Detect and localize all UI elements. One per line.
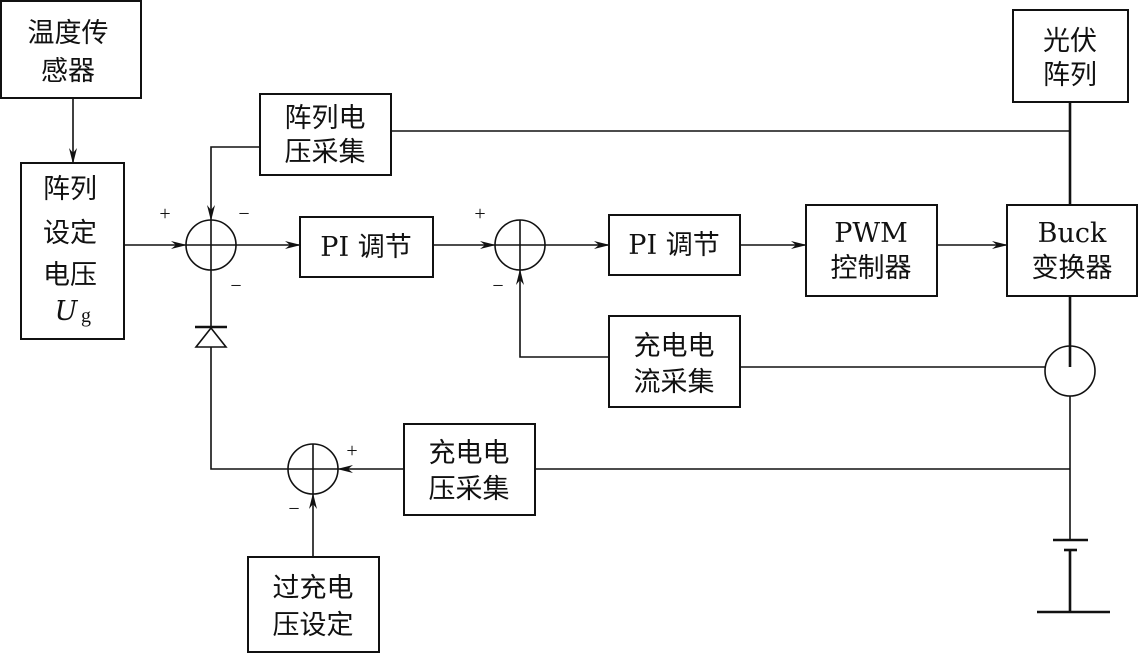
svg-text:压采集: 压采集 (285, 137, 366, 168)
arrow-current-sampling-to-sum2 (516, 269, 609, 358)
arrow-array-voltage-to-sum1 (207, 146, 260, 221)
summing-junction-2 (494, 219, 546, 271)
line-sum3-to-diode (210, 347, 288, 470)
svg-text:过充电: 过充电 (273, 573, 354, 604)
svg-text:PI 调节: PI 调节 (320, 232, 411, 263)
connections (69, 98, 1072, 557)
svg-text:U: U (55, 296, 79, 327)
svg-text:感器: 感器 (41, 56, 95, 87)
svg-text:设定: 设定 (43, 218, 97, 249)
pv-array-block: 光伏 阵列 (1012, 9, 1129, 103)
sign-sum1-top: − (238, 203, 249, 225)
svg-text:温度传: 温度传 (28, 18, 109, 49)
overcharge-setpoint-block: 过充电 压设定 (247, 556, 380, 653)
buck-converter-block: Buck 变换器 (1006, 204, 1138, 297)
summing-junction-1 (185, 219, 237, 271)
charge-voltage-sampling-block: 充电电 压采集 (403, 423, 536, 516)
temp-sensor-block: 温度传 感器 (0, 0, 142, 99)
svg-text:光伏: 光伏 (1043, 26, 1097, 57)
array-voltage-sampling-block: 阵列电 压采集 (259, 93, 392, 176)
svg-text:压采集: 压采集 (429, 474, 510, 505)
summing-junction-3 (287, 443, 339, 495)
svg-text:充电电: 充电电 (634, 331, 715, 362)
svg-text:PWM: PWM (834, 218, 908, 249)
svg-text:电压: 电压 (43, 260, 97, 291)
sign-sum3-bottom: − (288, 498, 299, 520)
diode-icon (194, 325, 228, 348)
pwm-controller-block: PWM 控制器 (805, 204, 938, 297)
array-setpoint-block: 阵列 设定 电压 U g (20, 162, 125, 340)
sign-sum1-bottom: − (230, 275, 241, 297)
battery-icon (1037, 538, 1110, 614)
sign-sum1-left: + (159, 203, 170, 225)
pi-controller-2-block: PI 调节 (608, 214, 741, 276)
svg-text:控制器: 控制器 (831, 253, 912, 284)
svg-text:流采集: 流采集 (634, 367, 715, 398)
svg-text:PI 调节: PI 调节 (628, 230, 719, 261)
pi-controller-1-block: PI 调节 (299, 216, 434, 278)
svg-text:变换器: 变换器 (1032, 253, 1113, 284)
svg-text:Buck: Buck (1038, 218, 1107, 249)
sign-sum2-bottom: − (492, 275, 503, 297)
svg-text:阵列电: 阵列电 (285, 103, 366, 134)
svg-text:充电电: 充电电 (429, 438, 510, 469)
svg-text:g: g (81, 305, 91, 327)
charge-current-sampling-block: 充电电 流采集 (608, 315, 741, 408)
svg-text:压设定: 压设定 (273, 610, 354, 641)
svg-text:阵列: 阵列 (43, 174, 97, 205)
sign-sum3-right: + (346, 440, 357, 462)
sign-sum2-left: + (474, 203, 485, 225)
svg-text:阵列: 阵列 (1043, 60, 1097, 91)
